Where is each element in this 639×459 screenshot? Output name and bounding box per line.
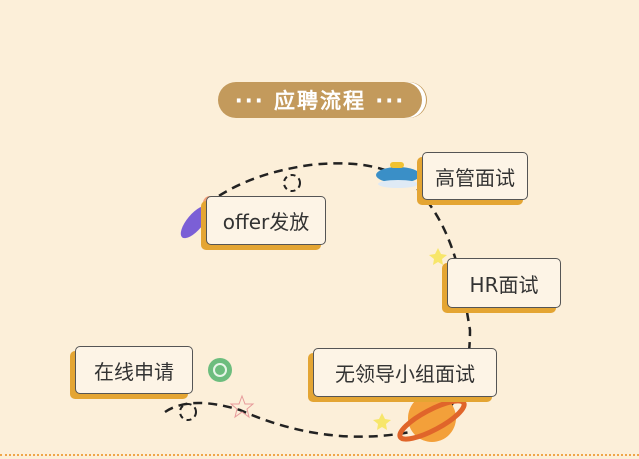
star-icon xyxy=(429,248,447,265)
star-icon xyxy=(229,394,255,419)
step-hr-interview: HR面试 xyxy=(447,258,561,308)
step-online-apply: 在线申请 xyxy=(75,346,193,394)
path-loop xyxy=(179,403,197,421)
bottom-dotted-divider xyxy=(0,454,639,456)
star-icon xyxy=(373,413,391,430)
dashed-route xyxy=(164,162,472,438)
page-title: ··· 应聘流程 ··· xyxy=(218,82,422,118)
step-executive-interview: 高管面试 xyxy=(422,152,528,200)
globe-icon xyxy=(208,358,232,382)
spaceship-icon xyxy=(376,162,420,188)
planet-icon xyxy=(397,394,467,442)
path-loop-top xyxy=(283,174,301,192)
step-group-interview: 无领导小组面试 xyxy=(313,348,497,397)
step-offer: offer发放 xyxy=(206,196,326,245)
